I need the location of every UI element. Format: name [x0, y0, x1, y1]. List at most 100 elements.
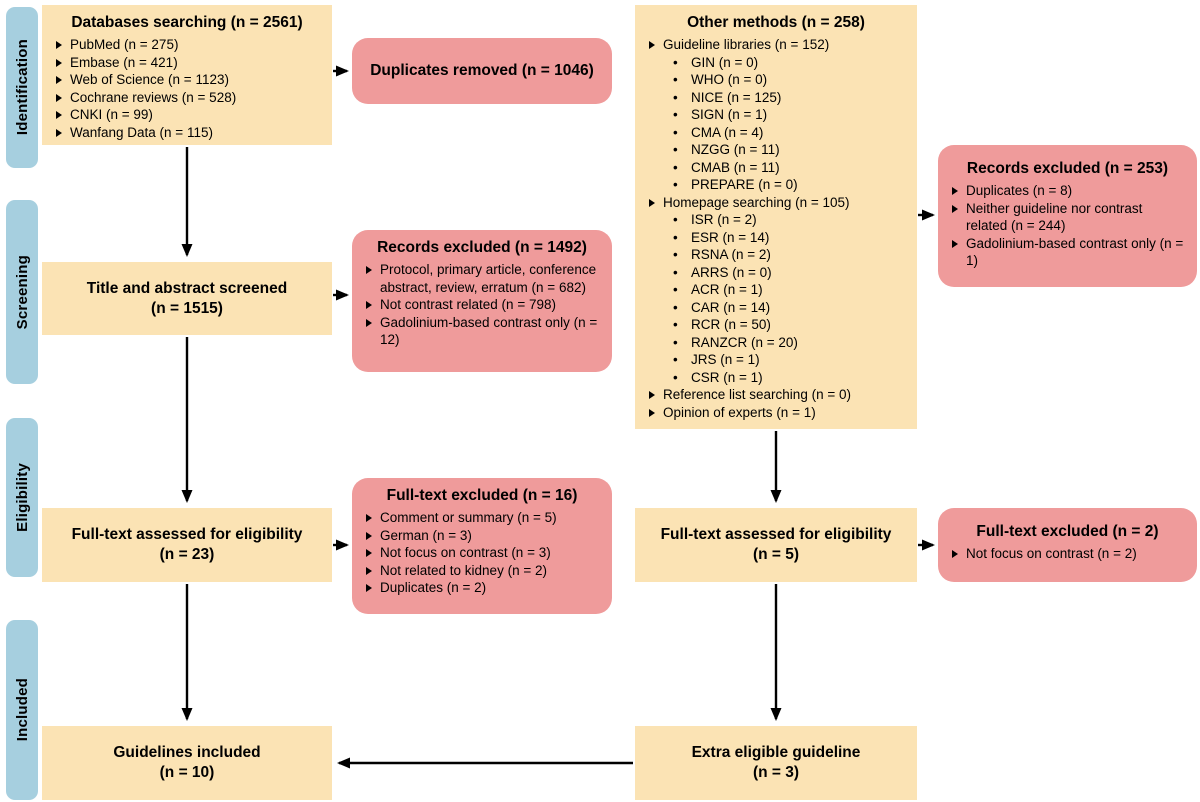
dot-bullet-icon: • — [673, 352, 678, 367]
fulltext-assessed-5-box: Full-text assessed for eligibility (n = … — [635, 508, 917, 582]
triangle-bullet-icon — [366, 531, 372, 540]
list-subitem: •ARRS (n = 0) — [673, 264, 772, 280]
stage-eligibility: Eligibility — [6, 418, 38, 577]
extra-eligible-line2: (n = 3) — [752, 764, 800, 781]
dot-bullet-icon: • — [673, 177, 678, 192]
dot-bullet-icon: • — [673, 142, 678, 157]
fulltext-5-line2: (n = 5) — [752, 546, 800, 563]
triangle-bullet-icon — [56, 93, 62, 102]
list-subitem: •WHO (n = 0) — [673, 72, 768, 87]
triangle-bullet-icon — [649, 408, 655, 417]
stage-screening: Screening — [6, 200, 38, 384]
fulltext-assessed-23-box: Full-text assessed for eligibility (n = … — [42, 508, 332, 582]
list-subitem: •NICE (n = 125) — [673, 89, 782, 105]
fulltext-excluded-2-title: Full-text excluded (n = 2) — [976, 523, 1159, 540]
title-abstract-line1: Title and abstract screened — [86, 279, 288, 297]
dot-bullet-icon: • — [673, 247, 678, 262]
list-subitem: •ISR (n = 2) — [673, 212, 757, 227]
fulltext-5-line1: Full-text assessed for eligibility — [660, 526, 892, 543]
triangle-bullet-icon — [366, 514, 372, 522]
triangle-bullet-icon — [56, 128, 62, 137]
list-item: Protocol, primary article, conference ab… — [364, 261, 600, 296]
triangle-bullet-icon — [952, 550, 958, 558]
list-item: Embase (n = 421) — [54, 54, 320, 72]
fulltext-23-line1: Full-text assessed for eligibility — [71, 526, 303, 543]
triangle-bullet-icon — [56, 76, 62, 84]
stage-identification-label: Identification — [13, 39, 31, 136]
duplicates-removed-box: Duplicates removed (n = 1046) — [352, 38, 612, 104]
dot-bullet-icon: • — [673, 282, 678, 297]
dot-bullet-icon: • — [673, 159, 678, 175]
triangle-bullet-icon — [649, 198, 655, 207]
dot-bullet-icon: • — [673, 229, 678, 245]
list-subitem: •GIN (n = 0) — [673, 54, 759, 70]
list-item: Gadolinium-based contrast only (n = 1) — [950, 235, 1185, 270]
dot-bullet-icon: • — [673, 107, 678, 122]
list-item: CNKI (n = 99) — [54, 106, 320, 124]
triangle-bullet-icon — [366, 266, 372, 274]
databases-searching-title: Databases searching (n = 2561) — [71, 14, 303, 31]
dot-bullet-icon: • — [673, 72, 678, 87]
stage-included: Included — [6, 620, 38, 800]
triangle-bullet-icon — [366, 318, 372, 327]
list-item: Gadolinium-based contrast only (n = 12) — [364, 314, 600, 349]
guidelines-included-line2: (n = 10) — [159, 764, 215, 781]
list-item: Duplicates (n = 8) — [950, 182, 1185, 200]
list-item: Not focus on contrast (n = 2) — [950, 545, 1185, 563]
list-subitem: •ESR (n = 14) — [673, 229, 770, 245]
triangle-bullet-icon — [649, 41, 655, 49]
list-item: Wanfang Data (n = 115) — [54, 124, 320, 142]
extra-eligible-guideline-box: Extra eligible guideline (n = 3) — [635, 726, 917, 800]
fulltext-excluded-16-box: Full-text excluded (n = 16) Comment or s… — [352, 478, 612, 614]
records-excluded-253-box: Records excluded (n = 253) Duplicates (n… — [938, 145, 1197, 287]
dot-bullet-icon: • — [673, 334, 678, 350]
triangle-bullet-icon — [952, 187, 958, 195]
records-excluded-253-title: Records excluded (n = 253) — [966, 160, 1169, 177]
triangle-bullet-icon — [56, 41, 62, 49]
triangle-bullet-icon — [649, 391, 655, 399]
stage-identification: Identification — [6, 7, 38, 168]
dot-bullet-icon: • — [673, 212, 678, 227]
other-methods-box: Other methods (n = 258) Guideline librar… — [635, 5, 917, 429]
duplicates-removed-title: Duplicates removed (n = 1046) — [370, 62, 594, 79]
list-item: PubMed (n = 275) — [54, 36, 320, 54]
dot-bullet-icon: • — [673, 299, 678, 315]
list-item: Comment or summary (n = 5) — [364, 509, 600, 527]
dot-bullet-icon: • — [673, 317, 678, 332]
list-subitem: •JRS (n = 1) — [673, 352, 760, 367]
dot-bullet-icon: • — [673, 54, 678, 70]
stage-eligibility-label: Eligibility — [13, 463, 31, 532]
records-excluded-1492-box: Records excluded (n = 1492) Protocol, pr… — [352, 230, 612, 372]
list-item: Not focus on contrast (n = 3) — [364, 544, 600, 562]
triangle-bullet-icon — [366, 301, 372, 309]
fulltext-23-line2: (n = 23) — [159, 546, 215, 563]
list-subitem: •RSNA (n = 2) — [673, 247, 771, 262]
dot-bullet-icon: • — [673, 89, 678, 105]
list-subitem: •RANZCR (n = 20) — [673, 334, 798, 350]
list-item: Cochrane reviews (n = 528) — [54, 89, 320, 107]
dot-bullet-icon: • — [673, 264, 678, 280]
triangle-bullet-icon — [952, 204, 958, 213]
list-item: Web of Science (n = 1123) — [54, 71, 320, 89]
list-item: Guideline libraries (n = 152) — [647, 36, 905, 54]
guidelines-included-line1: Guidelines included — [113, 744, 261, 761]
extra-eligible-line1: Extra eligible guideline — [691, 744, 861, 761]
fulltext-excluded-2-box: Full-text excluded (n = 2) Not focus on … — [938, 508, 1197, 582]
list-item: Neither guideline nor contrast related (… — [950, 200, 1185, 235]
list-subitem: •ACR (n = 1) — [673, 282, 763, 297]
stage-included-label: Included — [13, 678, 31, 742]
list-item: Homepage searching (n = 105) — [647, 194, 905, 212]
list-subitem: •PREPARE (n = 0) — [673, 177, 798, 192]
fulltext-excluded-16-title: Full-text excluded (n = 16) — [386, 487, 578, 504]
triangle-bullet-icon — [366, 584, 372, 592]
list-subitem: •RCR (n = 50) — [673, 317, 771, 332]
list-item: Opinion of experts (n = 1) — [647, 404, 905, 422]
other-methods-title: Other methods (n = 258) — [687, 14, 865, 31]
list-subitem: •CSR (n = 1) — [673, 369, 763, 385]
list-item: Not related to kidney (n = 2) — [364, 562, 600, 580]
dot-bullet-icon: • — [673, 124, 678, 140]
list-item: Not contrast related (n = 798) — [364, 296, 600, 314]
guidelines-included-box: Guidelines included (n = 10) — [42, 726, 332, 800]
list-item: Reference list searching (n = 0) — [647, 386, 905, 404]
